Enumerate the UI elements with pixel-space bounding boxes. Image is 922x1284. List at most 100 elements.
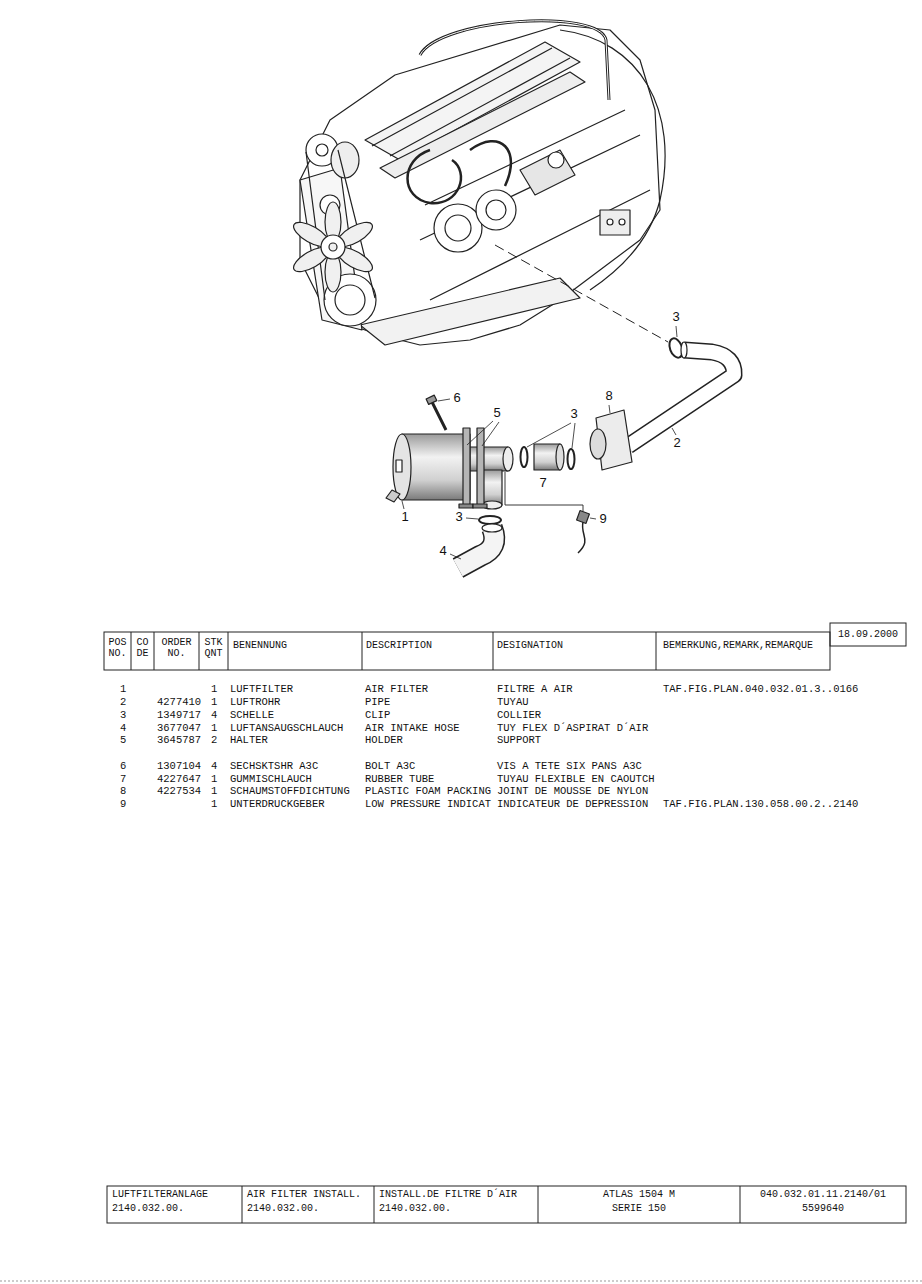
table-cell: 1: [211, 798, 217, 810]
column-rule: [199, 632, 200, 670]
table-header: POS NO.: [104, 637, 131, 659]
pulley-hub: [316, 144, 328, 156]
table-cell: 3677047: [157, 722, 201, 734]
leader-line: [672, 428, 676, 435]
leader-line: [438, 399, 450, 401]
title-block-text: 2140.032.00.: [247, 1203, 319, 1214]
intake-hose-end: [482, 524, 502, 532]
table-cell: 6: [120, 760, 126, 772]
bolt: [432, 402, 446, 430]
callout-number: 8: [604, 389, 613, 403]
column-rule: [154, 632, 155, 670]
starter-motor: [520, 150, 575, 195]
callout-number: 6: [452, 391, 461, 405]
rubber-tube-end: [556, 444, 564, 470]
table-header: STK QNT: [199, 637, 228, 659]
table-cell: 3: [120, 709, 126, 721]
table-cell: TUYAU FLEXIBLE EN CAOUTCH: [497, 773, 655, 785]
table-cell: AIR FILTER: [365, 683, 428, 695]
table-cell: 1349717: [157, 709, 201, 721]
column-rule: [493, 632, 494, 670]
title-block-text: 040.032.01.11.2140/01: [760, 1189, 886, 1200]
table-header: ORDER NO.: [154, 637, 199, 659]
table-header: BENENNUNG: [233, 640, 287, 651]
callout-number: 2: [672, 436, 681, 450]
callout-number: 1: [400, 510, 409, 524]
table-cell: 1307104: [157, 760, 201, 772]
table-header: DESCRIPTION: [366, 640, 432, 651]
pressure-indicator: [577, 511, 590, 524]
column-rule: [656, 632, 657, 670]
table-cell: TAF.FIG.PLAN.040.032.01.3..0166: [663, 683, 858, 695]
drive-belt: [306, 150, 375, 300]
filter-badge: [396, 460, 402, 472]
table-cell: 1: [211, 696, 217, 708]
pipe-body: [628, 350, 734, 446]
filter-cap: [393, 434, 411, 500]
table-header: CO DE: [131, 637, 154, 659]
turbo-inlet: [445, 215, 471, 241]
table-cell: 7: [120, 773, 126, 785]
callout-number: 9: [598, 512, 607, 526]
table-cell: UNTERDRUCKGEBER: [230, 798, 325, 810]
table-cell: 1: [211, 683, 217, 695]
pipe-outline: [628, 350, 734, 446]
title-block-rule: [740, 1186, 741, 1223]
table-header: BEMERKUNG,REMARK,REMARQUE: [663, 640, 813, 651]
holder: [477, 428, 484, 506]
table-cell: 4227534: [157, 785, 201, 797]
title-block-rule: [242, 1186, 243, 1223]
title-block-rule: [374, 1186, 375, 1223]
callout-number: 7: [538, 476, 547, 490]
table-cell: 1: [120, 683, 126, 695]
table-cell: TUYAU: [497, 696, 529, 708]
intake-hose-body: [458, 528, 494, 568]
table-cell: 8: [120, 785, 126, 797]
title-block-text: 2140.032.00.: [112, 1203, 184, 1214]
title-block-text: INSTALL.DE FILTRE D´AIR: [379, 1189, 517, 1200]
table-cell: BOLT A3C: [365, 760, 415, 772]
table-cell: 2: [120, 696, 126, 708]
intake-manifold: [380, 72, 585, 178]
flywheel-housing: [560, 30, 665, 290]
holder-foot: [473, 504, 487, 508]
table-cell: SECHSKTSHR A3C: [230, 760, 318, 772]
filter-outlet: [470, 447, 508, 471]
clip: [568, 449, 575, 469]
pipe-end: [681, 342, 687, 358]
callout-number: 3: [569, 407, 578, 421]
page-bottom-rule: [0, 1281, 922, 1282]
foam-packing-face: [590, 429, 606, 459]
table-cell: TAF.FIG.PLAN.130.058.00.2..2140: [663, 798, 858, 810]
title-block-frame: [107, 1186, 906, 1223]
table-cell: 1: [211, 722, 217, 734]
table-cell: AIR INTAKE HOSE: [365, 722, 460, 734]
table-cell: TUY FLEX D´ASPIRAT D´AIR: [497, 722, 648, 734]
table-cell: 4277410: [157, 696, 201, 708]
table-cell: RUBBER TUBE: [365, 773, 434, 785]
table-cell: INDICATEUR DE DEPRESSION: [497, 798, 648, 810]
leader-lines: [402, 326, 677, 559]
filter-body: [402, 434, 470, 500]
fuel-rail-inner: [420, 21, 609, 100]
callout-number: 3: [671, 310, 680, 324]
leader-line: [402, 501, 404, 509]
indicator-wire: [578, 522, 585, 553]
table-cell: 5: [120, 734, 126, 746]
leader-line: [590, 518, 596, 519]
turbo-housing: [476, 190, 516, 230]
turbo-pipe: [470, 141, 511, 186]
table-cell: FILTRE A AIR: [497, 683, 573, 695]
leader-line: [466, 518, 478, 519]
bolt-head: [426, 395, 437, 404]
table-cell: LUFTANSAUGSCHLAUCH: [230, 722, 343, 734]
leader-line: [572, 423, 575, 448]
fan: [290, 202, 376, 292]
clip: [479, 516, 501, 524]
callout-number: 3: [454, 510, 463, 524]
table-cell: JOINT DE MOUSSE DE NYLON: [497, 785, 648, 797]
indicator-bracket-line: [505, 472, 583, 511]
leader-line: [676, 326, 677, 337]
